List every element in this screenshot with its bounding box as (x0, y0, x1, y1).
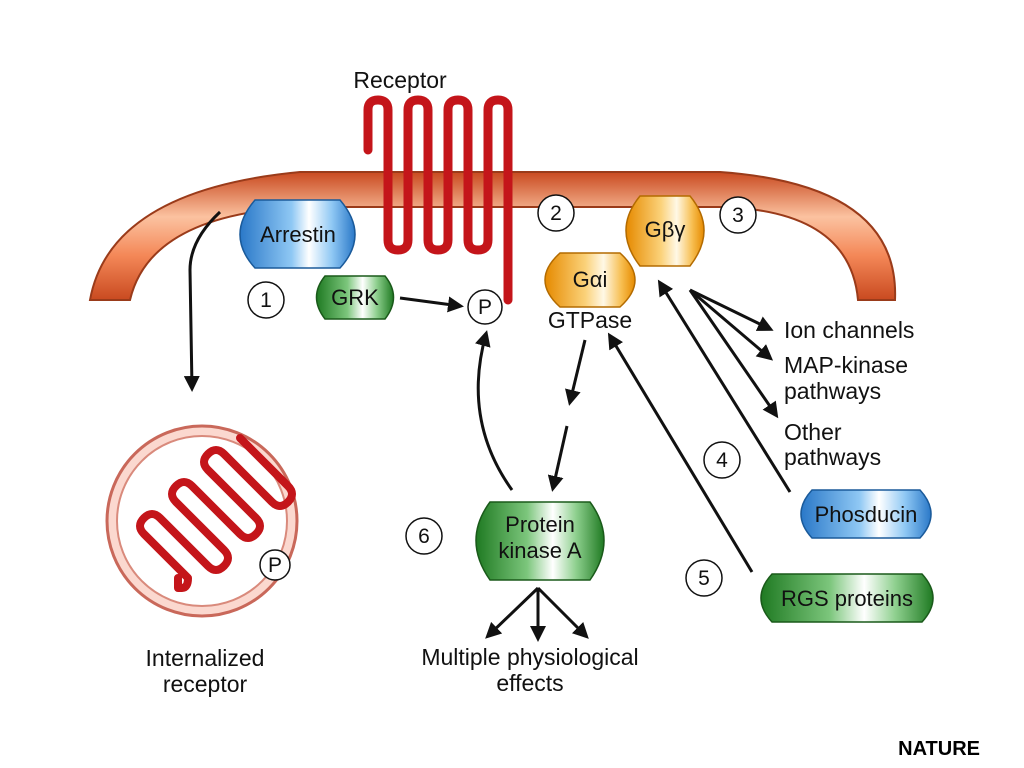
pka-effect-arrows (485, 586, 589, 642)
step-6-badge (405, 517, 443, 555)
gbetagamma-label: Gβγ (645, 217, 686, 242)
arrestin-label: Arrestin (260, 222, 336, 247)
arrestin-protein (239, 199, 356, 269)
galpha-to-pka-arrow (547, 339, 587, 492)
rgs-protein (760, 573, 934, 623)
pka-to-phosphate-arrow (475, 330, 514, 491)
other-label-line2: pathways (784, 444, 881, 470)
step-2-badge (537, 194, 575, 232)
mapk-label-line2: pathways (784, 378, 881, 404)
pka-label-line1: Protein (505, 512, 575, 537)
step-2-label: 2 (550, 202, 562, 225)
step-3-label: 3 (732, 204, 744, 227)
step-5-badge (685, 559, 723, 597)
step-6-label: 6 (418, 525, 430, 548)
grk-label: GRK (331, 285, 379, 310)
pka-label-line2: kinase A (498, 538, 581, 563)
mapk-label-line1: MAP-kinase (784, 352, 908, 378)
rgs-label: RGS proteins (781, 586, 913, 611)
phosphate-icon (467, 289, 503, 325)
gtpase-label: GTPase (548, 307, 632, 333)
galpha-i-label: Gαi (573, 267, 608, 292)
gbetagamma-output-arrows (688, 288, 779, 419)
receptor-icon (363, 95, 513, 305)
rgs-arrow (607, 332, 754, 573)
grk-to-phosphate-arrow (399, 296, 464, 313)
internalized-label-line2: receptor (163, 671, 248, 697)
internalized-receptor-icon (136, 434, 296, 592)
receptor-label: Receptor (353, 67, 447, 93)
phosducin-label: Phosducin (815, 502, 918, 527)
protein-kinase-a (475, 501, 605, 581)
step-4-badge (703, 441, 741, 479)
gbetagamma-protein (625, 195, 705, 267)
publisher-credit: NATURE (898, 738, 980, 760)
step-1-label: 1 (260, 289, 272, 312)
step-4-label: 4 (716, 449, 728, 472)
phosphate-label: P (478, 296, 492, 319)
internalized-phosphate-icon (259, 549, 291, 581)
galpha-i-protein (544, 252, 636, 308)
other-label-line1: Other (784, 419, 842, 445)
cell-membrane (88, 171, 897, 301)
internalization-arrow (183, 210, 222, 392)
step-5-label: 5 (698, 567, 710, 590)
phosducin-arrow (657, 279, 792, 493)
internalized-phosphate-label: P (268, 554, 282, 577)
effects-label-line2: effects (496, 670, 563, 696)
ion-channels-label: Ion channels (784, 317, 914, 343)
internalized-label-line1: Internalized (146, 645, 265, 671)
phosducin-protein (800, 489, 932, 539)
effects-label-line1: Multiple physiological (421, 644, 638, 670)
step-3-badge (719, 196, 757, 234)
grk-protein (315, 275, 395, 320)
step-1-badge (247, 281, 285, 319)
